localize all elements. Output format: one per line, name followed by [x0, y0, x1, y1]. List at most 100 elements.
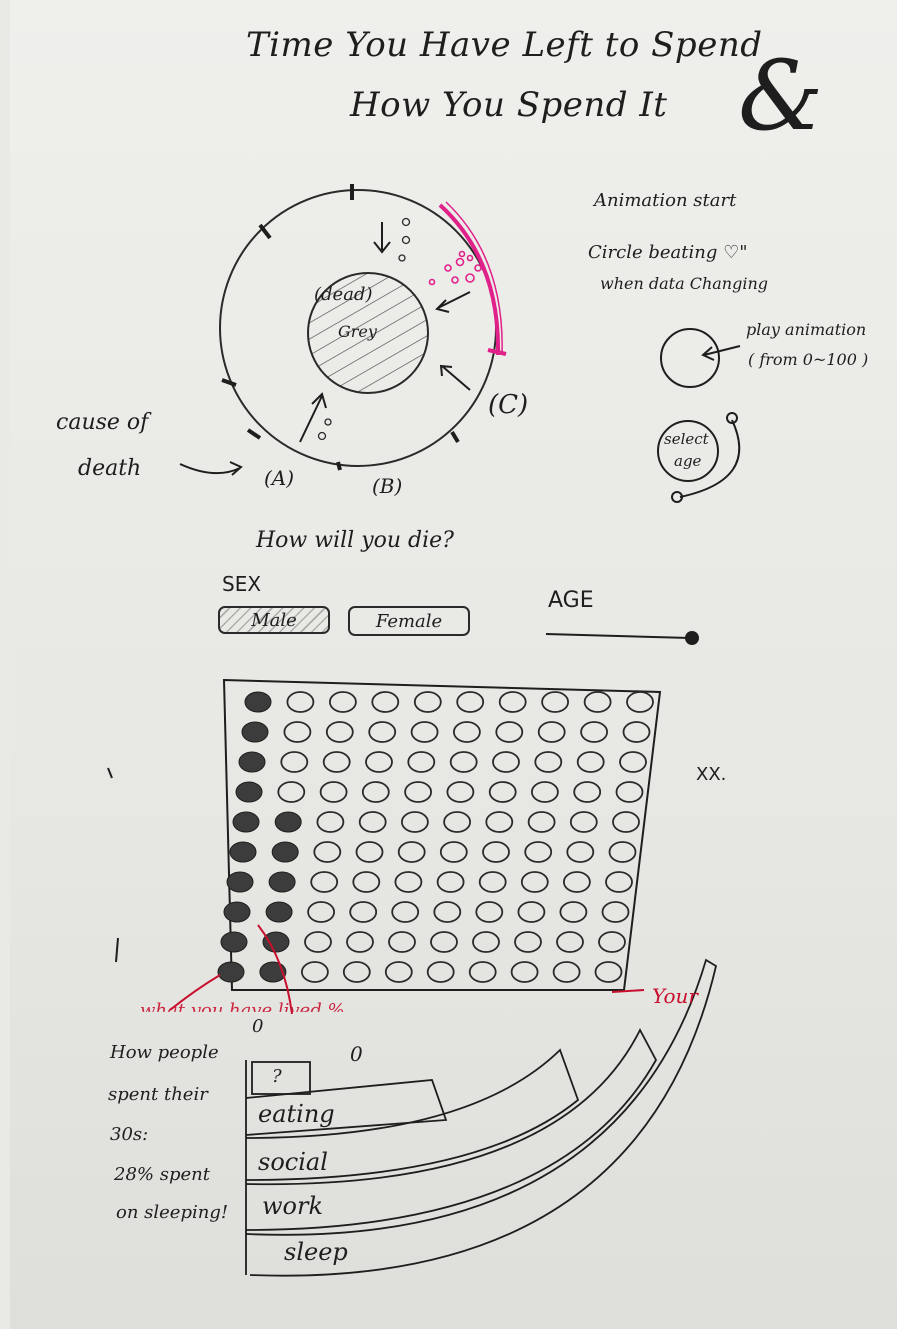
grid-dot-remaining — [478, 871, 507, 893]
grid-dot-lived — [265, 901, 293, 923]
highlight-arc-c-outline — [445, 201, 503, 356]
grid-dot-remaining — [531, 781, 559, 803]
grid-dot-remaining — [277, 781, 306, 803]
grid-dot-remaining — [468, 961, 497, 983]
grid-dot-lived — [259, 961, 287, 983]
age-slider-thumb[interactable] — [685, 631, 699, 645]
grid-dot-remaining — [433, 901, 462, 923]
spend-note-4: 28% spent — [114, 1164, 210, 1185]
grid-dot-remaining — [430, 931, 458, 953]
bar-work[interactable]: work — [262, 1192, 324, 1220]
grid-dot-remaining — [307, 901, 336, 923]
select-age-line2[interactable]: age — [674, 452, 702, 470]
dead-center-circle[interactable] — [307, 272, 429, 394]
grid-dot-remaining — [446, 781, 475, 803]
grid-dot-remaining — [619, 751, 647, 773]
grid-dot-remaining — [626, 691, 654, 713]
female-button[interactable]: Female — [348, 606, 470, 636]
grid-dot-remaining — [485, 811, 514, 833]
grid-dot-remaining — [358, 811, 387, 833]
grid-dot-remaining — [605, 871, 633, 893]
bar-social[interactable]: social — [258, 1148, 328, 1176]
grid-dot-remaining — [563, 871, 591, 893]
grid-dot-remaining — [361, 781, 390, 803]
grid-dot-remaining — [388, 931, 416, 953]
select-age-curve — [679, 419, 741, 498]
grid-dot-remaining — [352, 871, 381, 893]
animation-start-note: Animation start — [594, 190, 737, 211]
grid-dot-remaining — [325, 721, 354, 743]
grid-dot-remaining — [583, 691, 612, 713]
grid-dot-remaining — [601, 901, 630, 923]
grid-dot-remaining — [566, 841, 595, 863]
zero-mark-a: 0 — [252, 1016, 264, 1037]
grid-dot-remaining — [410, 721, 439, 743]
sex-label: SEX — [222, 572, 262, 596]
male-button[interactable]: Male — [218, 606, 330, 634]
circle-beating-note: Circle beating ♡" — [588, 242, 748, 263]
grid-frame — [222, 678, 662, 991]
grid-dot-remaining — [391, 901, 420, 923]
inward-arrows — [299, 222, 471, 443]
grid-dot-remaining — [322, 751, 351, 773]
bar-eating[interactable]: eating — [258, 1100, 335, 1128]
grid-dot-lived — [262, 931, 290, 953]
grid-dot-remaining — [622, 721, 651, 743]
range-note: ( from 0~100 ) — [748, 350, 869, 369]
spend-note-3: 30s: — [110, 1124, 149, 1145]
particle-dots-pink — [428, 250, 482, 286]
grid-dot-remaining — [280, 751, 309, 773]
zero-mark-b: 0 — [350, 1042, 363, 1066]
grid-dot-remaining — [598, 931, 626, 953]
grid-dot-remaining — [439, 841, 468, 863]
grid-dot-remaining — [286, 691, 315, 713]
your-pointer — [611, 989, 645, 993]
grid-dot-lived — [232, 811, 260, 833]
grid-dot-remaining — [472, 931, 500, 953]
grid-dot-lived — [268, 871, 296, 893]
grid-dot-remaining — [580, 721, 608, 743]
grid-dot-remaining — [573, 781, 602, 803]
grid-dot-lived — [238, 751, 266, 773]
particle-dots — [317, 217, 411, 441]
grid-dot-lived — [235, 781, 263, 803]
grid-dot-remaining — [569, 811, 598, 833]
grid-dot-remaining — [492, 751, 520, 773]
highlight-arc-c[interactable] — [438, 203, 501, 356]
spend-note-5: on sleeping! — [116, 1202, 229, 1223]
age-slider-track[interactable] — [545, 633, 691, 639]
unknown-category-box[interactable] — [251, 1061, 311, 1095]
segment-label-b[interactable]: (B) — [372, 474, 403, 498]
grid-dot-remaining — [407, 751, 436, 773]
grid-dot-lived — [229, 841, 257, 863]
life-dot-grid — [217, 691, 654, 983]
spend-note-1: How people — [110, 1042, 219, 1063]
grid-dot-remaining — [541, 691, 569, 713]
segment-label-c[interactable]: (C) — [488, 390, 529, 420]
grid-dot-remaining — [397, 841, 426, 863]
spend-arcs — [245, 958, 718, 1277]
grid-dot-remaining — [524, 841, 553, 863]
grid-dot-remaining — [313, 841, 342, 863]
segment-label-a[interactable]: (A) — [264, 466, 295, 490]
grid-dot-remaining — [520, 871, 549, 893]
data-changing-note: when data Changing — [600, 274, 768, 293]
play-arrow — [701, 345, 741, 361]
select-age-button[interactable] — [657, 420, 719, 482]
select-age-line1[interactable]: select — [664, 430, 709, 448]
grid-dot-remaining — [365, 751, 393, 773]
grid-dot-remaining — [615, 781, 644, 803]
grid-dot-remaining — [283, 721, 312, 743]
center-sublabel: Grey — [338, 322, 377, 341]
unknown-category-label: ? — [272, 1066, 282, 1087]
play-animation-button[interactable] — [660, 328, 720, 388]
grid-dot-remaining — [342, 961, 371, 983]
grid-dot-remaining — [514, 931, 542, 953]
cause-arrow — [179, 461, 243, 476]
grid-dot-remaining — [394, 871, 423, 893]
bar-sleep[interactable]: sleep — [284, 1238, 348, 1266]
play-animation-note: play animation — [746, 320, 867, 339]
grid-dot-remaining — [328, 691, 357, 713]
grid-dot-remaining — [426, 961, 455, 983]
